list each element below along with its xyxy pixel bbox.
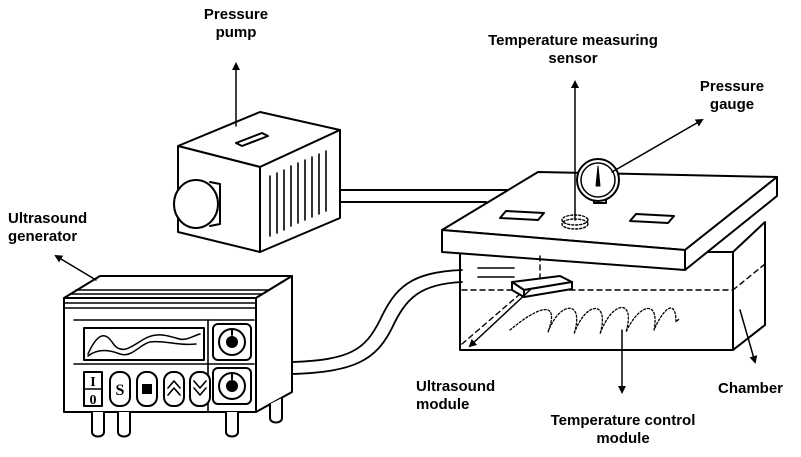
pressure-gauge-label: Pressure gauge bbox=[699, 78, 765, 113]
power-on-glyph: I bbox=[90, 375, 95, 390]
start-button bbox=[109, 371, 131, 407]
chamber bbox=[441, 171, 778, 351]
pressure-pump bbox=[173, 111, 341, 253]
ultrasound-generator bbox=[63, 275, 293, 438]
generator-cable bbox=[291, 269, 463, 375]
pressure-pump-label: Pressure pump bbox=[203, 6, 269, 41]
start-glyph: S bbox=[116, 382, 125, 399]
decrease-button bbox=[189, 371, 211, 407]
pressure-gauge bbox=[576, 158, 620, 204]
ultrasound-generator-label: Ultrasound generator bbox=[8, 210, 88, 245]
power-off-glyph: 0 bbox=[90, 393, 97, 408]
pump-to-chamber-pipe bbox=[339, 189, 513, 203]
ultrasound-module-label: Ultrasound module bbox=[416, 378, 496, 413]
callout-arrows bbox=[54, 62, 758, 394]
temperature-control-label: Temperature control module bbox=[550, 412, 696, 447]
temperature-sensor-label: Temperature measuring sensor bbox=[488, 32, 658, 67]
chamber-label: Chamber bbox=[718, 380, 784, 397]
